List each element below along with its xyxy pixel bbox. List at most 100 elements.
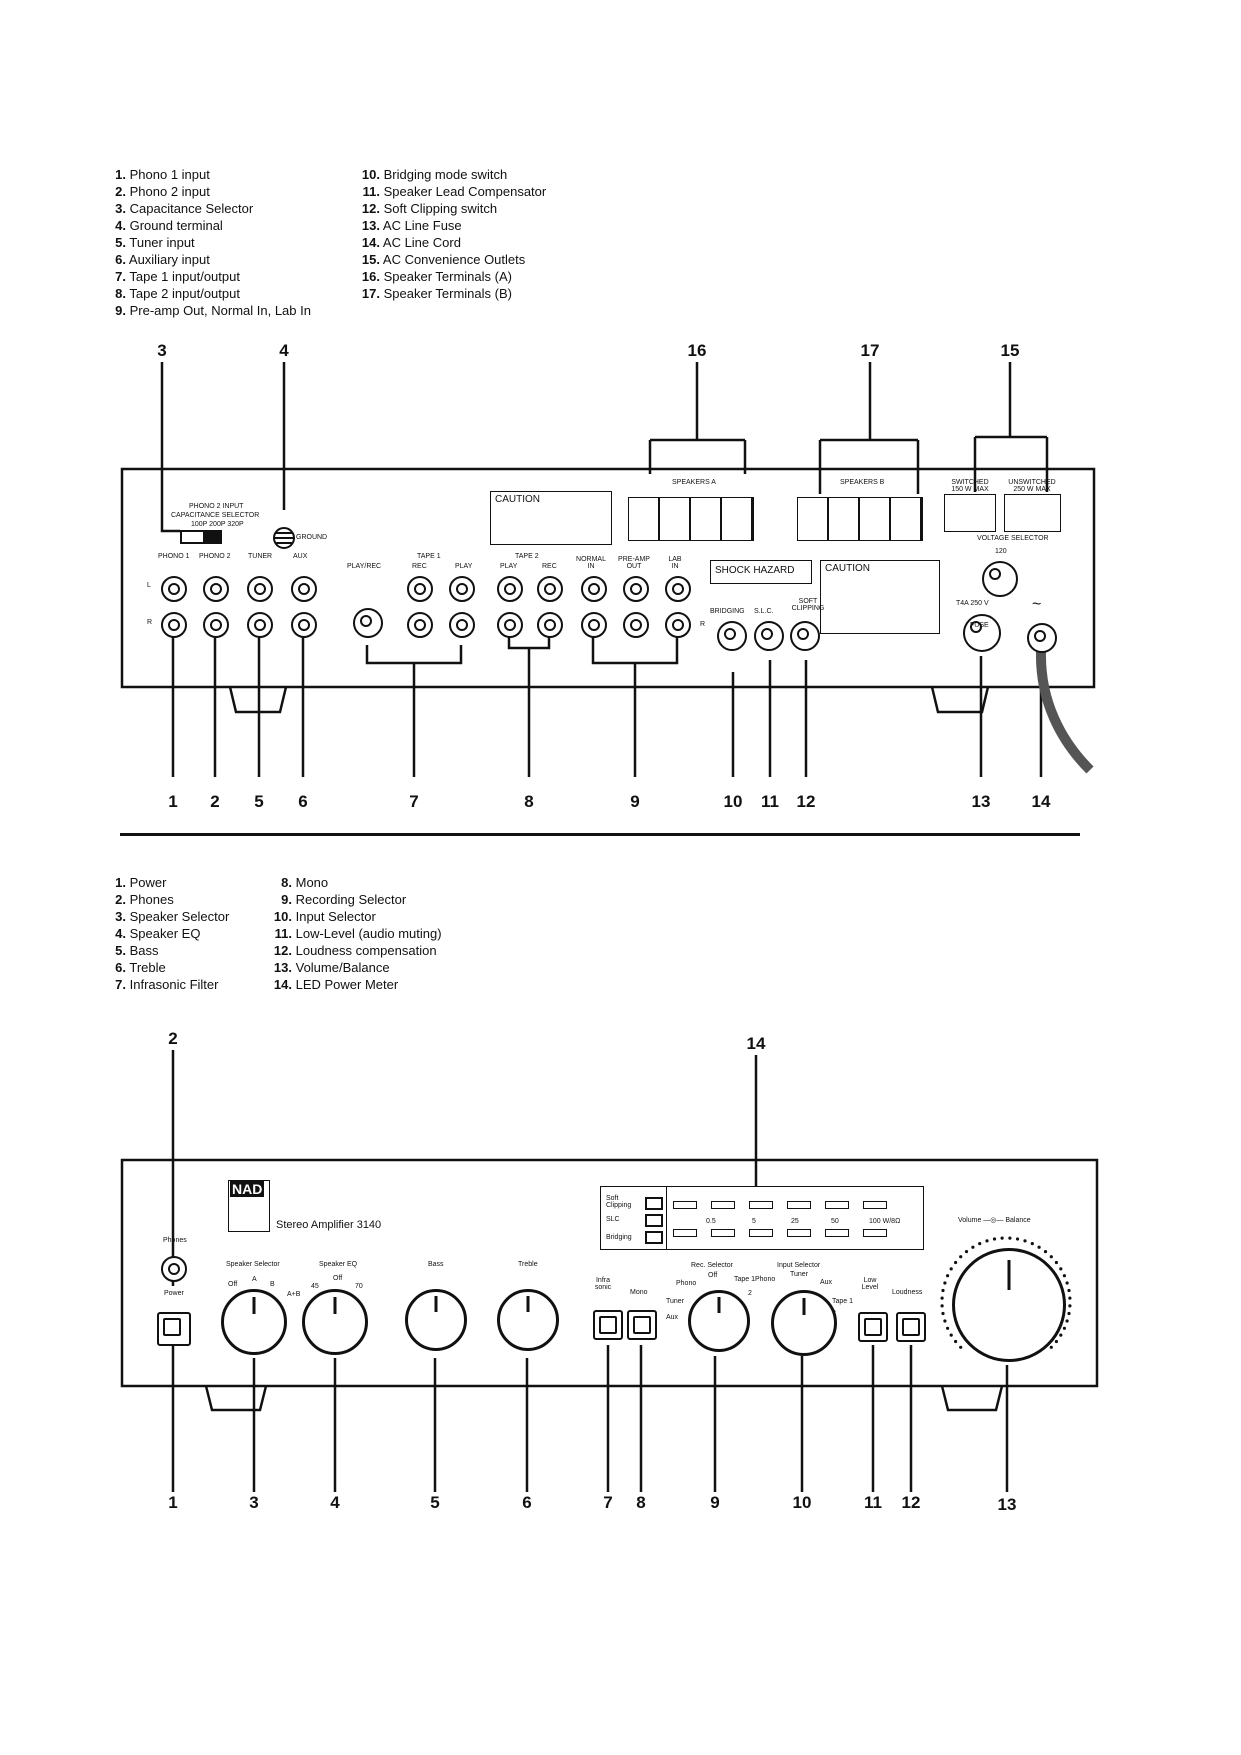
legend-number: 7. <box>115 977 126 992</box>
ac-symbol: ~ <box>1032 596 1042 613</box>
tuner-l-jack[interactable] <box>247 576 273 602</box>
soft-clipping-switch[interactable] <box>790 621 820 651</box>
normal-in-l-jack[interactable] <box>581 576 607 602</box>
legend-item: 13. AC Line Fuse <box>358 217 546 234</box>
speaker-terminals-b[interactable] <box>797 497 923 541</box>
legend-number: 8. <box>115 286 126 301</box>
input-selector-knob[interactable] <box>771 1290 837 1356</box>
tuner-r-jack[interactable] <box>247 612 273 638</box>
legend-item: 16. Speaker Terminals (A) <box>358 268 546 285</box>
slc-switch[interactable] <box>754 621 784 651</box>
front-callout-6: 6 <box>522 1493 532 1512</box>
switched-outlet[interactable] <box>944 494 996 532</box>
tape2-play-r-jack[interactable] <box>497 612 523 638</box>
volume-scale-dot <box>1059 1267 1063 1271</box>
recording-selector-knob[interactable] <box>688 1290 750 1352</box>
phones-jack[interactable] <box>161 1256 187 1282</box>
legend-number: 6. <box>115 252 126 267</box>
eq-pos-70: 70 <box>355 1283 363 1290</box>
legend-item: 2. Phono 2 input <box>112 183 311 200</box>
low-level-button[interactable] <box>858 1312 888 1342</box>
aux-label: AUX <box>293 553 308 560</box>
meter-led-segment <box>825 1201 849 1209</box>
tape1-rec-r-jack[interactable] <box>407 612 433 638</box>
legend-text: Speaker EQ <box>126 926 201 941</box>
ground-terminal[interactable] <box>273 527 295 549</box>
volume-scale-dot <box>1054 1260 1058 1265</box>
input-pos-aux: Aux <box>820 1279 833 1286</box>
unswitched-outlet[interactable] <box>1004 494 1061 532</box>
speaker-eq-knob[interactable] <box>302 1289 368 1355</box>
volume-balance-knob[interactable] <box>952 1248 1066 1362</box>
rec-pos-phono: Phono <box>676 1280 697 1287</box>
aux-l-jack[interactable] <box>291 576 317 602</box>
legend-number: 3. <box>115 201 126 216</box>
normal-in-r-jack[interactable] <box>581 612 607 638</box>
phono2-r-jack[interactable] <box>203 612 229 638</box>
rec-pos-tape2: 2 <box>748 1290 752 1297</box>
rec-pos-aux: Aux <box>666 1314 679 1321</box>
legend-item: 10. Bridging mode switch <box>358 166 546 183</box>
capacitance-selector-switch[interactable] <box>180 530 222 544</box>
phono1-label: PHONO 1 <box>158 553 190 560</box>
power-label: Power <box>164 1290 184 1297</box>
legend-text: Phono 2 input <box>126 184 210 199</box>
phono2-input-label: PHONO 2 INPUT <box>189 503 244 510</box>
legend-item: 4. Speaker EQ <box>112 925 229 942</box>
legend-item: 4. Ground terminal <box>112 217 311 234</box>
rear-callout-7: 7 <box>409 792 419 811</box>
legend-text: Speaker Terminals (B) <box>380 286 512 301</box>
lab-in-r-jack[interactable] <box>665 612 691 638</box>
tape1-din-jack[interactable] <box>353 608 383 638</box>
legend-number: 16. <box>361 269 380 284</box>
front-callout-14: 14 <box>746 1034 766 1053</box>
meter-scale-05: 0.5 <box>706 1218 716 1225</box>
bass-knob[interactable] <box>405 1289 467 1351</box>
low-level-label: Low Level <box>861 1277 879 1291</box>
speaker-selector-knob[interactable] <box>221 1289 287 1355</box>
volume-scale-dot <box>1023 1239 1027 1243</box>
speaker-terminals-a[interactable] <box>628 497 754 541</box>
aux-r-jack[interactable] <box>291 612 317 638</box>
preamp-out-l-jack[interactable] <box>623 576 649 602</box>
volume-scale-dot <box>1068 1304 1072 1308</box>
phono2-l-jack[interactable] <box>203 576 229 602</box>
unswitched-label: UNSWITCHED 250 W MAX <box>1008 479 1056 493</box>
tape2-rec-l-jack[interactable] <box>537 576 563 602</box>
voltage-selector[interactable] <box>982 561 1018 597</box>
treble-knob[interactable] <box>497 1289 559 1351</box>
meter-led-segment <box>787 1201 811 1209</box>
tape2-rec-r-jack[interactable] <box>537 612 563 638</box>
phono1-l-jack[interactable] <box>161 576 187 602</box>
front-callout-2: 2 <box>168 1029 178 1048</box>
volume-scale-dot <box>943 1281 947 1285</box>
meter-led-segment <box>673 1229 697 1237</box>
legend-text: Ground terminal <box>126 218 223 233</box>
legend-text: AC Line Cord <box>380 235 461 250</box>
tape2-play-l-jack[interactable] <box>497 576 523 602</box>
rec-pos-off: Off <box>708 1272 718 1279</box>
mono-button[interactable] <box>627 1310 657 1340</box>
power-button[interactable] <box>157 1312 191 1346</box>
ac-line-fuse[interactable] <box>963 614 1001 652</box>
tape1-rec-l-jack[interactable] <box>407 576 433 602</box>
volume-scale-dot <box>1030 1242 1034 1246</box>
loudness-button[interactable] <box>896 1312 926 1342</box>
preamp-out-r-jack[interactable] <box>623 612 649 638</box>
tape1-play-l-jack[interactable] <box>449 576 475 602</box>
meter-led-segment <box>711 1229 735 1237</box>
legend-number: 14. <box>361 235 380 250</box>
front-callout-3: 3 <box>249 1493 259 1512</box>
legend-text: Power <box>126 875 167 890</box>
tape1-play-r-jack[interactable] <box>449 612 475 638</box>
bridging-switch[interactable] <box>717 621 747 651</box>
volume-scale-dot <box>1015 1237 1020 1241</box>
rear-callout-5: 5 <box>254 792 264 811</box>
lab-in-l-jack[interactable] <box>665 576 691 602</box>
rear-callout-8: 8 <box>524 792 534 811</box>
volume-scale-dot <box>940 1296 944 1300</box>
tape1-label: TAPE 1 <box>417 553 441 560</box>
legend-number: 4. <box>115 926 126 941</box>
phono1-r-jack[interactable] <box>161 612 187 638</box>
infrasonic-filter-button[interactable] <box>593 1310 623 1340</box>
